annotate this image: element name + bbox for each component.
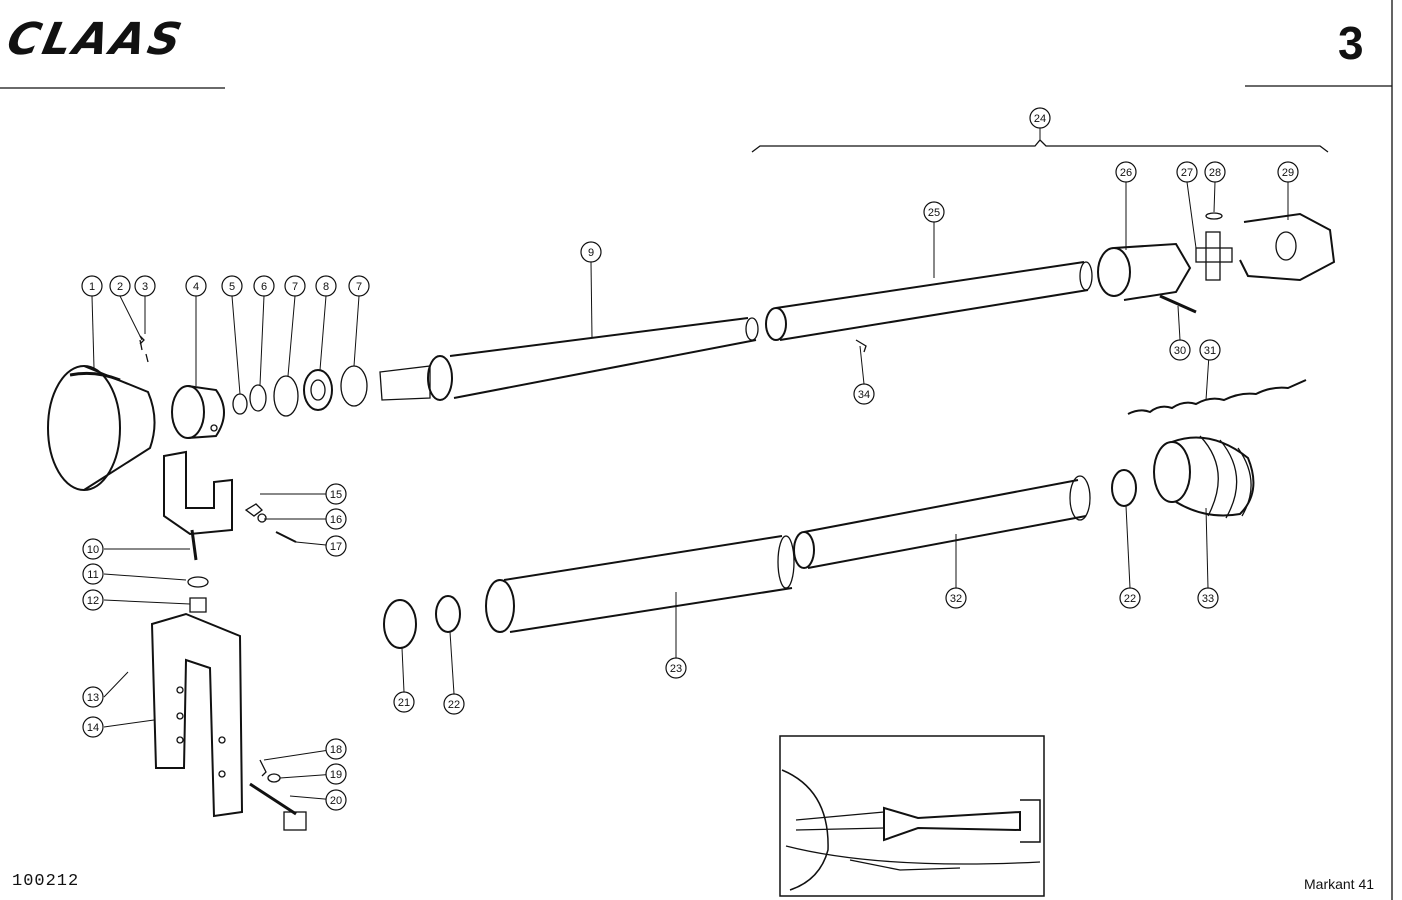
callout-circle — [1119, 587, 1141, 609]
universal-cross — [1195, 212, 1233, 281]
callout-circle — [82, 686, 104, 708]
callout-label: 34 — [858, 389, 870, 401]
callout-label: 24 — [1034, 113, 1046, 125]
callout-circle — [1277, 161, 1299, 183]
callout-circle — [109, 275, 131, 297]
machine-model: Markant 41 — [1304, 876, 1375, 892]
callout-label: 7 — [356, 281, 362, 293]
callout-circle — [348, 275, 370, 297]
callout-circle — [945, 587, 967, 609]
callout-label: 3 — [142, 281, 148, 293]
callout-label: 14 — [87, 722, 99, 734]
callout-label: 8 — [323, 281, 329, 293]
quick-release-yoke — [1239, 212, 1336, 282]
callout-label: 5 — [229, 281, 235, 293]
callout-label: 13 — [87, 692, 99, 704]
callout-circle — [82, 716, 104, 738]
callout-label: 2 — [117, 281, 123, 293]
callout-circle — [325, 789, 347, 811]
callout-label: 25 — [928, 207, 940, 219]
callout-circle — [253, 275, 275, 297]
inner-profile-tube — [379, 317, 759, 401]
joint-yoke — [1097, 242, 1192, 301]
callout-label: 18 — [330, 744, 342, 756]
callout-circle — [1115, 161, 1137, 183]
callout-label: 20 — [330, 795, 342, 807]
callout-label: 27 — [1181, 167, 1193, 179]
callout-label: 12 — [87, 595, 99, 607]
callout-label: 32 — [950, 593, 962, 605]
callout-circle — [325, 738, 347, 760]
callout-label: 6 — [261, 281, 267, 293]
callout-circle — [1176, 161, 1198, 183]
callout-circle — [1197, 587, 1219, 609]
document-number: 100212 — [12, 872, 80, 891]
installation-inset — [779, 735, 1045, 897]
callout-circle — [82, 563, 104, 585]
callout-label: 9 — [588, 247, 594, 259]
callout-circle — [315, 275, 337, 297]
callout-circle — [134, 275, 156, 297]
callout-circle — [1199, 339, 1221, 361]
callout-label: 31 — [1204, 345, 1216, 357]
callout-label: 29 — [1282, 167, 1294, 179]
callout-circle — [325, 535, 347, 557]
callout-label: 4 — [193, 281, 199, 293]
callout-circle — [82, 538, 104, 560]
callout-circle — [665, 657, 687, 679]
callout-circle — [221, 275, 243, 297]
outer-profile-tube — [765, 261, 1093, 341]
callout-circle — [185, 275, 207, 297]
callout-label: 33 — [1202, 593, 1214, 605]
outer-guard-tube — [793, 475, 1091, 569]
guard-cone — [47, 365, 156, 491]
callout-circle — [393, 691, 415, 713]
callout-circle — [1169, 339, 1191, 361]
callout-circle — [284, 275, 306, 297]
callout-circle — [923, 201, 945, 223]
callout-label: 23 — [670, 663, 682, 675]
callout-circle — [325, 508, 347, 530]
callout-label: 21 — [398, 697, 410, 709]
support-post — [150, 612, 244, 818]
callout-label: 30 — [1174, 345, 1186, 357]
callout-label: 22 — [448, 699, 460, 711]
callout-label: 7 — [292, 281, 298, 293]
callout-circle — [82, 589, 104, 611]
callout-label: 17 — [330, 541, 342, 553]
callout-label: 28 — [1209, 167, 1221, 179]
guard-bellows — [1153, 435, 1255, 519]
callout-label: 15 — [330, 489, 342, 501]
callout-circle — [325, 763, 347, 785]
callout-circle — [853, 383, 875, 405]
callout-label: 11 — [87, 569, 98, 581]
callout-circle — [325, 483, 347, 505]
callout-label: 26 — [1120, 167, 1132, 179]
callout-circle — [1029, 107, 1051, 129]
callout-label: 10 — [87, 544, 99, 556]
page-number: 3 — [1338, 17, 1364, 69]
bearing-housing — [171, 385, 225, 439]
callout-label: 22 — [1124, 593, 1136, 605]
callout-circle — [81, 275, 103, 297]
callout-circle — [1204, 161, 1226, 183]
callout-circle — [580, 241, 602, 263]
callout-label: 1 — [89, 281, 95, 293]
callout-circle — [443, 693, 465, 715]
inner-guard-tube — [485, 535, 795, 633]
callout-label: 19 — [330, 769, 342, 781]
callout-label: 16 — [330, 514, 342, 526]
